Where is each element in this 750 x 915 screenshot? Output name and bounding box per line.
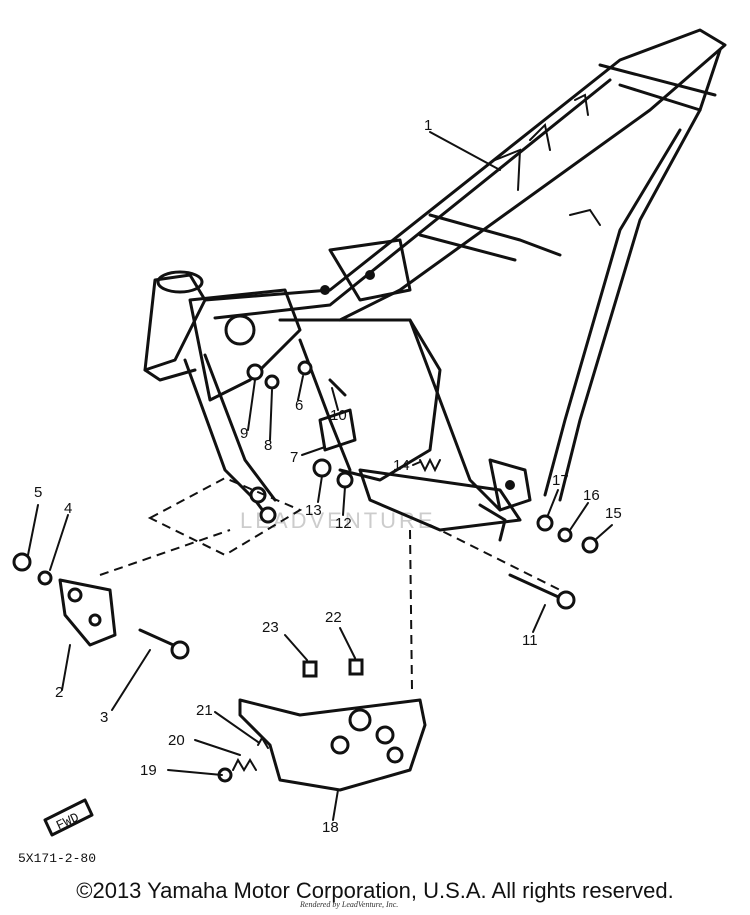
callout-16: 16	[583, 487, 600, 504]
callout-10: 10	[330, 407, 347, 424]
callout-13: 13	[305, 502, 322, 519]
callout-19: 19	[140, 762, 157, 779]
callout-15: 15	[605, 505, 622, 522]
credit-text: Rendered by LeadVenture, Inc.	[299, 900, 398, 909]
callout-6: 6	[295, 397, 303, 414]
callout-7: 7	[290, 449, 298, 466]
callout-3: 3	[100, 709, 108, 726]
callout-5: 5	[34, 484, 42, 501]
leader-lines	[27, 131, 613, 821]
callout-20: 20	[168, 732, 185, 749]
callout-9: 9	[240, 425, 248, 442]
fwd-arrow-icon: FWD	[43, 798, 94, 837]
copyright-notice: ©2013 Yamaha Motor Corporation, U.S.A. A…	[76, 878, 674, 903]
callout-14: 14	[393, 457, 410, 474]
engine-bracket	[58, 578, 117, 647]
callout-11: 11	[522, 632, 538, 649]
callout-17: 17	[552, 472, 569, 489]
callout-18: 18	[322, 819, 339, 836]
callout-1: 1	[424, 117, 432, 134]
callout-labels: 1 2 3 4 5 6 7 8 9 10 11 12 13 14 15 16 1…	[34, 117, 622, 836]
callout-2: 2	[55, 684, 63, 701]
callout-23: 23	[262, 619, 279, 636]
callout-22: 22	[325, 609, 342, 626]
diagram-code: 5X171-2-80	[18, 851, 96, 866]
skid-plate	[238, 698, 427, 792]
callout-8: 8	[264, 437, 272, 454]
callout-4: 4	[64, 500, 72, 517]
callout-12: 12	[335, 515, 352, 532]
main-frame	[143, 28, 727, 542]
callout-21: 21	[196, 702, 213, 719]
fitment-lines	[99, 476, 561, 691]
hardware	[12, 360, 599, 792]
